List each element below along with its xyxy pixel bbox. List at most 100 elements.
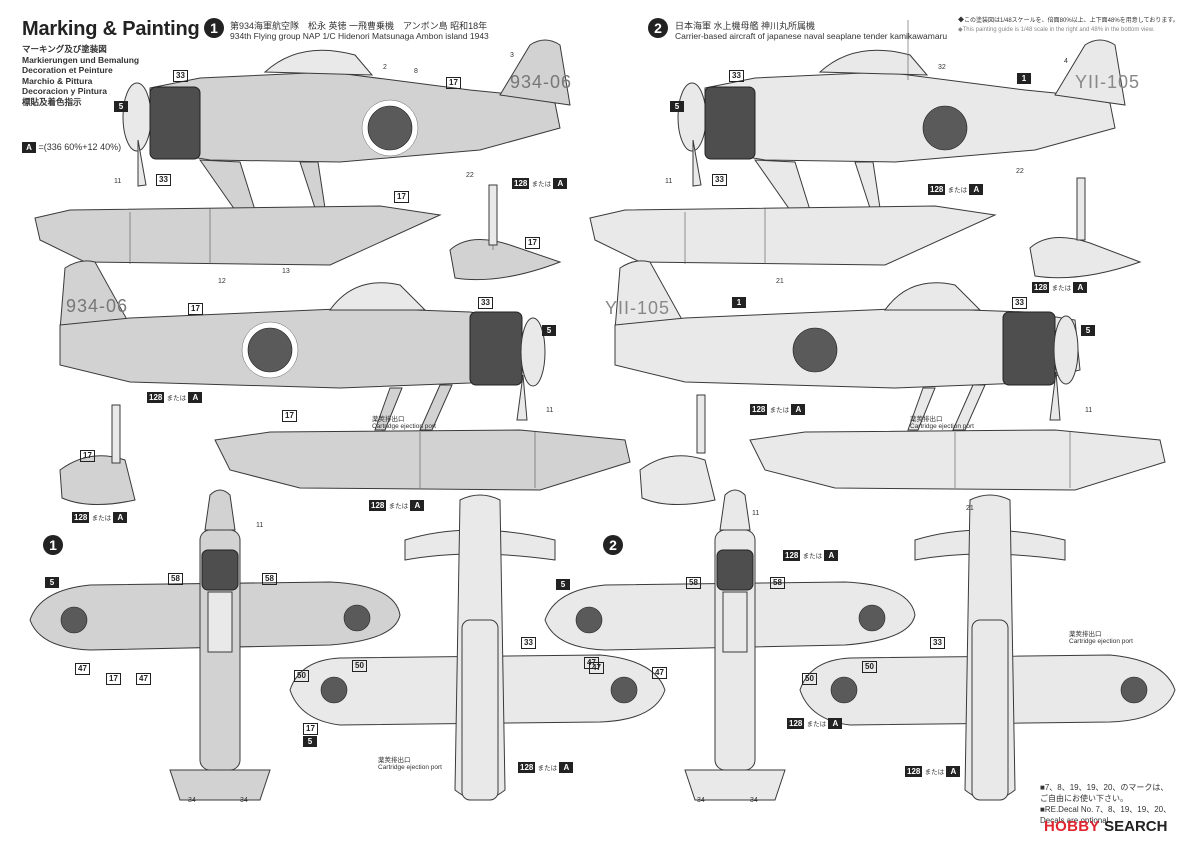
scheme2-title-en: Carrier-based aircraft of japanese naval… (675, 31, 948, 41)
callout-128-or-a-plan-s1: 128 または A (518, 762, 574, 773)
scheme1-plan-top (29, 489, 401, 801)
hobby-search-watermark: HOBBY SEARCH (1044, 818, 1167, 836)
callout-58-plan-s1a: 58 (168, 568, 183, 586)
callout-15-plan-s1b: 17 (303, 718, 318, 736)
lang-cn: 標貼及着色指示 (22, 96, 82, 107)
callout-128-or-a-s2b: 128 または A (1032, 282, 1088, 293)
callout-15-s1e: 17 (282, 405, 297, 423)
scheme2-tail-code-upper: YII-105 (1075, 72, 1141, 92)
note-scale-jp: ◆この塗装図は1/48スケールを、倍面80%以上、上下面48%を用意しております… (958, 18, 1179, 24)
lang-jp: マーキング及び塗装図 (22, 44, 107, 54)
scheme1-tail-code-lower: 934-06 (66, 296, 129, 316)
callout-50-plan-s2b: 50 (862, 656, 877, 674)
callout-128-or-a-plan-s2c: 128 または A (905, 766, 961, 777)
scheme2-plan-bottom (799, 494, 1176, 801)
num-22-a: 22 (1016, 168, 1024, 175)
callout-15-s1a: 17 (446, 72, 461, 90)
scheme1-header: 1 (204, 18, 224, 38)
cartridge-note-s2: 薬莢排出口 Cartridge ejection port (910, 416, 974, 430)
scheme2-profile-upper (589, 20, 1142, 279)
callout-128-or-a-s1d: 128 または A (369, 500, 425, 511)
scheme2-title-jp: 日本海軍 水上機母艦 神川丸所属機 (675, 21, 816, 31)
color-legend: A =(336 60%+12 40%) (22, 142, 121, 153)
callout-33-plan-s2: 33 (930, 632, 945, 650)
num-11-b: 11 (665, 178, 673, 185)
watermark-brand-dark: SEARCH (1104, 818, 1168, 835)
num-35-a: 34 (188, 797, 196, 804)
scheme2-tail-code-lower: YII-105 (605, 298, 671, 318)
callout-128-or-a-s1b: 128 または A (147, 392, 203, 403)
num-17-a: 21 (776, 278, 784, 285)
callout-128-or-a-s2: 128 または A (928, 184, 984, 195)
scheme2-plan-badge: 2 (603, 535, 623, 555)
callout-15-plan-s1: 17 (106, 668, 121, 686)
scheme1-profile-lower (59, 260, 631, 506)
scheme2-number-badge: 2 (648, 18, 668, 38)
callout-128-or-a-s1: 128 または A (512, 178, 568, 189)
scheme1-title-en: 934th Flying group NAP 1/C Hidenori Mats… (230, 31, 489, 41)
num-2-a: 2 (383, 64, 387, 71)
watermark-brand-red: HOBBY (1044, 818, 1100, 835)
scheme1-profile-upper (34, 39, 571, 281)
callout-8-s1a: 5 (114, 96, 128, 114)
color-legend-text: =(336 60%+12 40%) (38, 142, 122, 152)
callout-128-or-a-s1c: 128 または A (72, 512, 128, 523)
callout-47-plan-s1a: 47 (75, 658, 90, 676)
cartridge-note-s1-plan: 薬莢排出口 Cartridge ejection port (378, 757, 442, 771)
language-list: マーキング及び塗装図 Markierungen und Bemalung Dec… (22, 44, 139, 108)
num-3-a: 3 (510, 52, 514, 59)
callout-15-s1d: 17 (188, 298, 203, 316)
callout-1-s2a: 1 (1017, 68, 1031, 86)
scheme1-number-badge: 1 (204, 18, 224, 38)
num-35-b: 34 (240, 797, 248, 804)
scheme2-profile-lower (614, 260, 1166, 506)
callout-8-s2b: 5 (1081, 320, 1095, 338)
callout-47-plan-s2b: 47 (652, 662, 667, 680)
num-11-c: 11 (546, 407, 554, 414)
callout-8-plan-s1: 5 (45, 572, 59, 590)
callout-47-plan-s2a: 47 (589, 657, 604, 675)
callout-8-plan-s1b: 5 (303, 731, 317, 749)
callout-8-s2a: 5 (670, 96, 684, 114)
callout-58-plan-s1b: 58 (262, 568, 277, 586)
num-11-a: 11 (114, 178, 122, 185)
callout-15-s1c: 17 (525, 232, 540, 250)
num-21-a: 22 (466, 172, 474, 179)
callout-50-plan-s2: 50 (802, 668, 817, 686)
num-11-f: 11 (752, 510, 760, 517)
callout-33-s2a: 33 (729, 65, 744, 83)
callout-15-s1b: 17 (394, 186, 409, 204)
callout-8-s1b: 5 (542, 320, 556, 338)
scheme1-plan-badge: 1 (43, 535, 63, 555)
num-11-d: 11 (1085, 407, 1093, 414)
lang-it: Marchio & Pittura (22, 75, 93, 86)
num-32-a: 32 (938, 64, 946, 71)
scheme1-tail-code-upper: 934-06 (510, 72, 573, 92)
page-title: Marking & Painting (22, 18, 200, 40)
num-35-c: 34 (697, 797, 705, 804)
callout-128-or-a-s2c: 128 または A (750, 404, 806, 415)
scheme1-plan-bottom (289, 494, 666, 801)
note-scale-en: ◆This painting guide is 1/48 scale in th… (958, 27, 1155, 33)
callout-128-or-a-plan-s2b: 128 または A (787, 718, 843, 729)
callout-33-plan-s1: 33 (521, 632, 536, 650)
color-code-box: A (22, 142, 36, 153)
num-4-a: 4 (1064, 58, 1068, 65)
num-17-b: 21 (966, 505, 974, 512)
callout-15-s1f: 17 (80, 445, 95, 463)
callout-50-plan-s1: 50 (294, 665, 309, 683)
num-6-a: 8 (414, 68, 418, 75)
callout-33-s1a: 33 (173, 65, 188, 83)
num-35-d: 34 (750, 797, 758, 804)
scheme2-plan-top (544, 489, 916, 801)
scheme2-header: 2 (648, 18, 668, 38)
num-12-a: 12 (218, 278, 226, 285)
callout-33-s1c: 33 (478, 292, 493, 310)
callout-47-plan-s1b: 47 (136, 668, 151, 686)
lang-de: Markierungen und Bemalung (22, 54, 140, 65)
callout-58-plan-s2b: 58 (770, 572, 785, 590)
cartridge-note-s1: 薬莢排出口 Cartridge ejection port (372, 416, 436, 430)
scheme1-plan-number: 1 (43, 535, 63, 555)
callout-33-s2c: 33 (1012, 292, 1027, 310)
